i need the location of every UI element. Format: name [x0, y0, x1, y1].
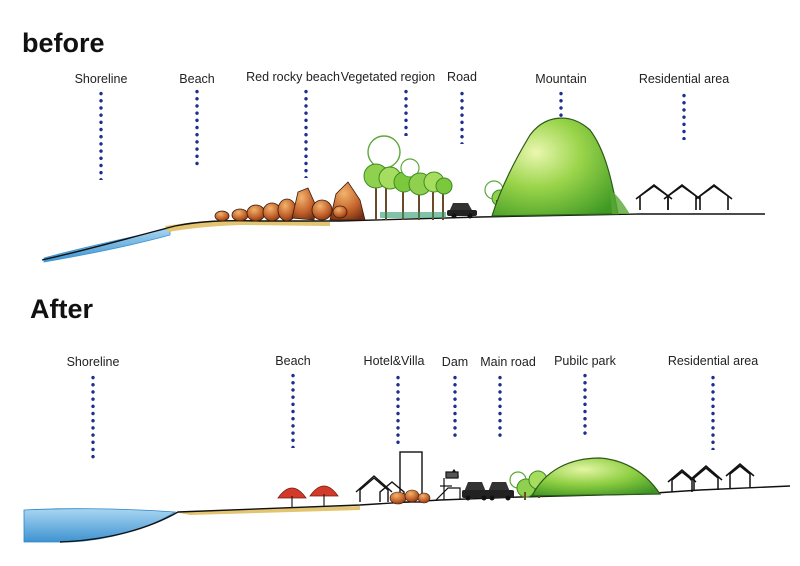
before-sand — [165, 220, 330, 232]
after-label-main-road: Main road — [480, 355, 536, 369]
after-title: After — [30, 294, 94, 324]
before-trees — [363, 135, 509, 220]
after-dam — [435, 468, 461, 501]
before-leader-vegetated-region — [404, 88, 408, 136]
before-label-vegetated-region: Vegetated region — [340, 70, 436, 84]
before-label-residential-area: Residential area — [638, 72, 730, 86]
after-label-dam: Dam — [441, 355, 469, 369]
before-leader-red-rocky-beach — [304, 88, 308, 178]
before-houses — [635, 183, 733, 210]
before-leader-residential-area — [682, 92, 686, 140]
before-car — [447, 203, 477, 219]
before-red-rocks — [214, 181, 366, 222]
after-houses — [667, 463, 755, 492]
after-leader-dam — [453, 374, 457, 440]
before-label-shoreline: Shoreline — [74, 72, 128, 86]
before-label-red-rocky-beach: Red rocky beach — [246, 70, 340, 84]
after-terrain — [23, 451, 791, 543]
after-leader-beach — [291, 372, 295, 448]
after-cars — [462, 482, 514, 501]
before-leader-shoreline — [99, 90, 103, 180]
after-label-residential-area: Residential area — [667, 354, 759, 368]
after-umbrellas — [277, 485, 339, 508]
before-leader-mountain — [559, 90, 563, 118]
after-label-shoreline: Shoreline — [66, 355, 120, 369]
after-hotel-villa — [355, 451, 423, 503]
after-sand — [175, 506, 360, 515]
after-leader-main-road — [498, 374, 502, 440]
before-label-road: Road — [447, 70, 477, 84]
before-ground-line — [41, 213, 765, 261]
before-leader-beach — [195, 88, 199, 168]
after-label-hotel-villa: Hotel&Villa — [363, 354, 425, 368]
before-label-mountain: Mountain — [535, 72, 587, 86]
before-mountain — [491, 117, 619, 217]
after-label-public-park: Pubilc park — [554, 354, 616, 368]
after-water — [23, 508, 177, 543]
after-leader-hotel-villa — [396, 374, 400, 444]
after-park-hill — [531, 457, 662, 497]
after-rocks — [389, 489, 431, 505]
before-label-beach: Beach — [179, 72, 215, 86]
before-terrain — [41, 117, 765, 263]
after-label-beach: Beach — [275, 354, 311, 368]
before-title: before — [22, 28, 105, 58]
after-leader-shoreline — [91, 374, 95, 462]
after-leader-public-park — [583, 372, 587, 438]
after-leader-residential-area — [711, 374, 715, 450]
before-leader-road — [460, 90, 464, 144]
before-water — [43, 227, 171, 263]
